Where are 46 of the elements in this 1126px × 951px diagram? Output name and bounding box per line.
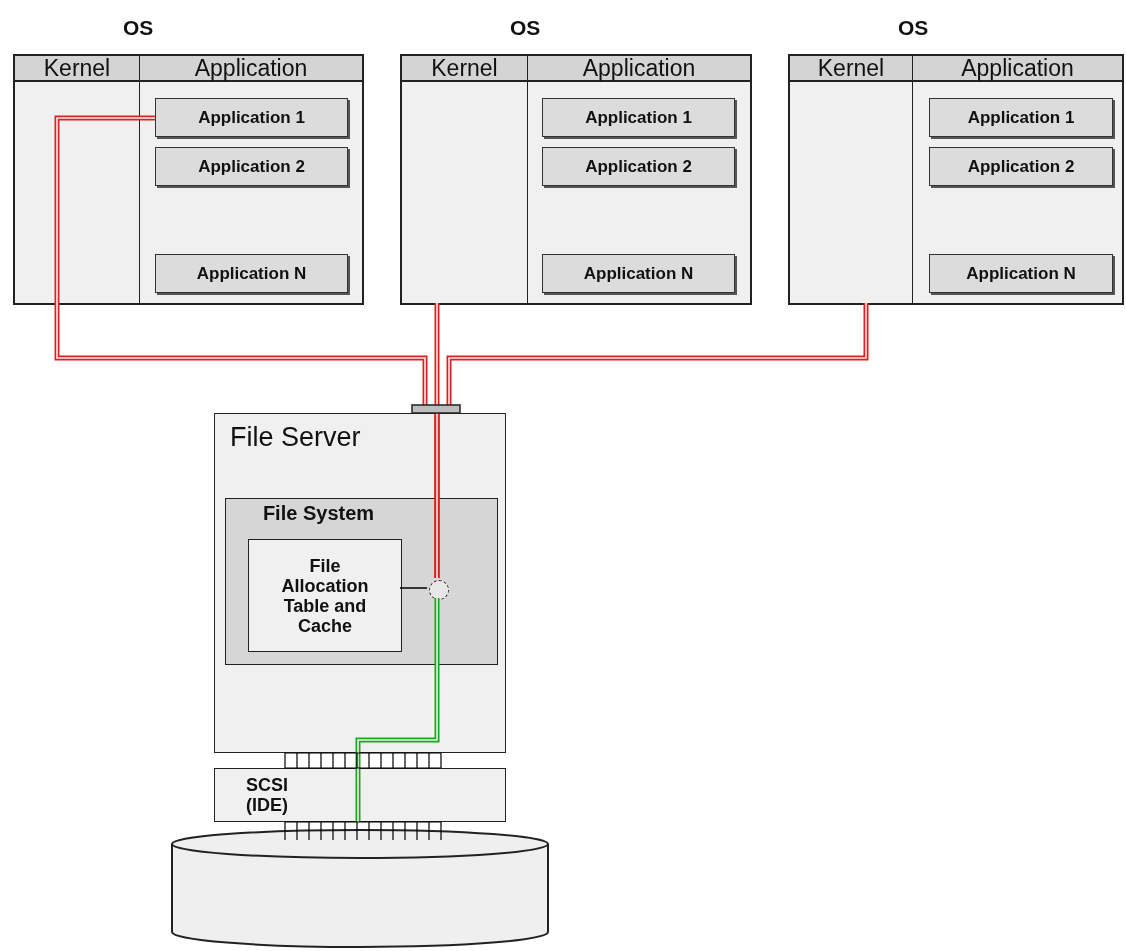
application-box bbox=[542, 98, 735, 137]
application-name: Application N bbox=[966, 263, 1076, 284]
junction-circle bbox=[429, 580, 449, 600]
application-name: Application N bbox=[196, 263, 307, 284]
application-name: Application 1 bbox=[585, 107, 692, 128]
application-box bbox=[542, 147, 735, 186]
cable-line bbox=[355, 597, 440, 823]
cable-line bbox=[139, 115, 156, 121]
application-name: Application 1 bbox=[198, 107, 305, 128]
controller-box bbox=[214, 768, 506, 822]
cable-line bbox=[54, 115, 440, 579]
controller-label: SCSI (IDE) bbox=[246, 775, 288, 815]
column-header: Application bbox=[913, 56, 1122, 82]
application-box bbox=[929, 147, 1113, 186]
file-system-title: File System bbox=[261, 502, 376, 525]
column-header: Kernel bbox=[15, 56, 139, 82]
application-name: Application 2 bbox=[585, 156, 692, 177]
column-header: Application bbox=[528, 56, 750, 82]
server-title: File Server bbox=[230, 422, 361, 453]
application-box bbox=[155, 98, 348, 137]
application-box bbox=[155, 254, 348, 293]
connector-pins bbox=[284, 821, 442, 841]
os-label: OS bbox=[510, 16, 541, 40]
connector-pins bbox=[284, 752, 442, 769]
table-label: File Allocation Table and Cache bbox=[281, 555, 369, 636]
column-panel bbox=[402, 56, 528, 303]
table-box bbox=[248, 539, 402, 652]
column-panel bbox=[15, 56, 140, 303]
file-system-box bbox=[225, 498, 498, 665]
application-box bbox=[155, 147, 348, 186]
connector-line bbox=[399, 587, 428, 589]
os-label: OS bbox=[898, 16, 929, 40]
application-name: Application 2 bbox=[967, 156, 1075, 177]
application-name: Application 2 bbox=[198, 156, 305, 177]
column-header: Kernel bbox=[790, 56, 912, 82]
file-server-box bbox=[214, 413, 506, 753]
application-name: Application 1 bbox=[967, 107, 1075, 128]
application-box bbox=[542, 254, 735, 293]
column-header: Kernel bbox=[402, 56, 527, 82]
application-box bbox=[929, 254, 1113, 293]
application-name: Application N bbox=[583, 263, 694, 284]
application-box bbox=[929, 98, 1113, 137]
column-header: Application bbox=[140, 56, 362, 82]
disk-cylinder bbox=[170, 828, 550, 951]
column-panel bbox=[790, 56, 913, 303]
os-label: OS bbox=[123, 16, 154, 40]
